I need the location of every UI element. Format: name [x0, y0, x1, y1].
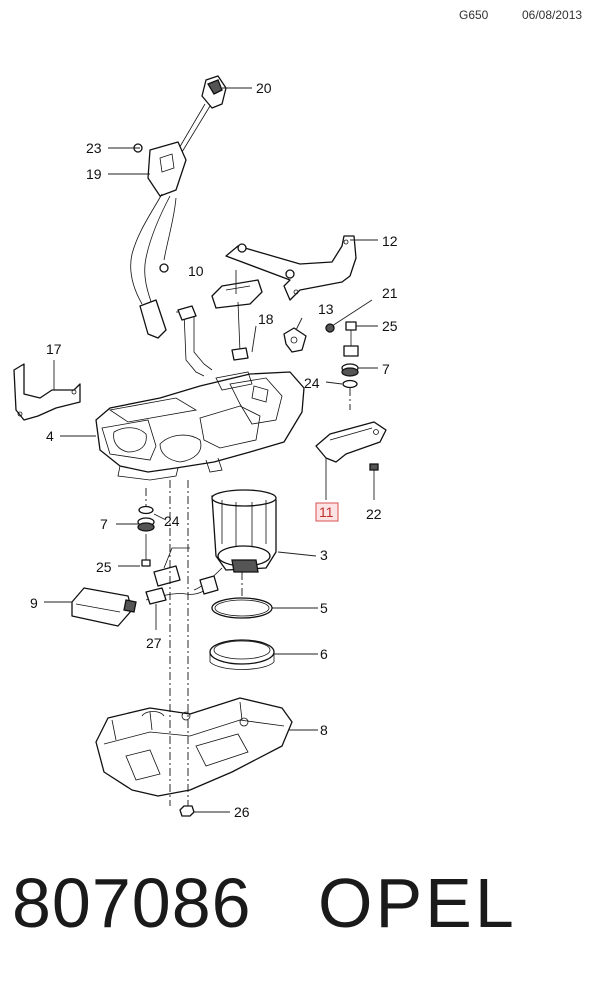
heat-shield-12-part — [225, 235, 357, 301]
part-number: 807086 — [12, 864, 252, 942]
fuel-tank-part — [95, 305, 305, 481]
callout-9: 9 — [30, 595, 38, 611]
callout-11: 11 — [319, 504, 334, 520]
seal-ring-5-part — [211, 597, 273, 619]
callout-22: 22 — [366, 506, 382, 522]
callout-3: 3 — [320, 547, 328, 563]
callout-5: 5 — [320, 600, 328, 616]
skid-plate-8-part — [95, 697, 293, 797]
callout-10: 10 — [188, 263, 204, 279]
clip-18-13-part — [283, 327, 307, 353]
callout-20: 20 — [256, 80, 272, 96]
header-date: 06/08/2013 — [522, 8, 583, 22]
callout-25-left: 25 — [96, 559, 112, 575]
callout-26: 26 — [234, 804, 250, 820]
callout-23: 23 — [86, 140, 102, 156]
callout-21: 21 — [382, 285, 398, 301]
callout-8: 8 — [320, 722, 328, 738]
lock-ring-6-part — [209, 639, 275, 670]
callout-19: 19 — [86, 166, 102, 182]
callout-24-left: 24 — [164, 513, 180, 529]
callout-12: 12 — [382, 233, 398, 249]
callout-4: 4 — [46, 428, 54, 444]
callout-7-right: 7 — [382, 361, 390, 377]
bracket-11-part — [315, 421, 387, 463]
callout-24-right: 24 — [304, 375, 320, 391]
callout-18: 18 — [258, 311, 274, 327]
callout-13: 13 — [318, 301, 334, 317]
bolt-25-right-part — [343, 321, 359, 357]
highlight-box-11 — [315, 502, 339, 522]
nut-26-part — [179, 805, 195, 817]
bolt-25-left-part — [141, 534, 151, 567]
header-code: G650 — [459, 8, 489, 22]
washer-7-left-part — [137, 517, 155, 532]
screw-22-part — [369, 463, 379, 480]
callout-25-right: 25 — [382, 318, 398, 334]
callout-labels: 20 23 19 10 12 13 21 18 25 17 4 7 24 11 … — [30, 80, 398, 820]
fuel-pump-module-part — [193, 489, 277, 591]
callout-6: 6 — [320, 646, 328, 662]
bracket-10-part — [211, 279, 263, 361]
assembly-centerlines — [145, 388, 351, 806]
callout-17: 17 — [46, 341, 62, 357]
filler-cap-part — [177, 75, 227, 153]
bracket-17-part — [13, 363, 81, 421]
washer-7-right-part — [341, 363, 359, 377]
control-module-9-part — [71, 587, 137, 627]
callout-7-left: 7 — [100, 516, 108, 532]
hose-bracket-part — [130, 141, 187, 339]
callout-27: 27 — [146, 635, 162, 651]
exploded-parts-diagram: 20 23 19 10 12 13 21 18 25 17 4 7 24 11 … — [13, 75, 398, 820]
brand-name: OPEL — [318, 864, 517, 942]
washer-24-right-part — [342, 379, 358, 389]
leader-lines — [44, 87, 378, 813]
washer-24-left-part — [138, 505, 154, 515]
harness-27-part — [145, 547, 219, 605]
